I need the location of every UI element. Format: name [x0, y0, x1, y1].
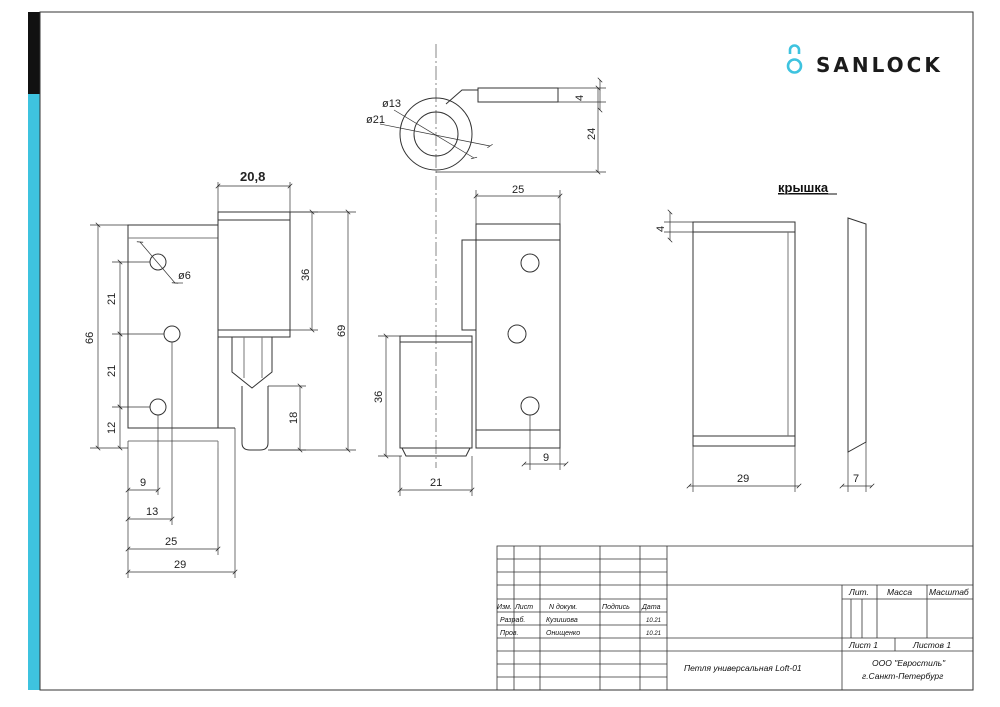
tb-date: 10.21	[646, 631, 661, 637]
hole	[163, 325, 181, 343]
dim-label: 24	[586, 128, 598, 140]
tb-name: Онищенко	[546, 630, 580, 637]
tb-header-sign: Подпись	[602, 603, 630, 611]
tb-header-list: Лист	[514, 604, 533, 611]
dim-label: 25	[165, 536, 177, 548]
hole	[149, 398, 167, 416]
dim-label: 69	[336, 325, 348, 337]
top-view-labels: ø13 ø21 4 24	[366, 95, 598, 140]
dim-label: 4	[574, 95, 586, 101]
middle-view-labels: 25 36 9 21	[373, 184, 549, 489]
tb-product: Петля универсальная Loft-01	[684, 663, 802, 673]
tb-scale: Масштаб	[929, 587, 970, 597]
middle-view	[399, 223, 561, 457]
tb-role: Разраб.	[500, 616, 525, 624]
top-view-dimensions	[379, 77, 606, 175]
hole	[520, 253, 540, 273]
dim-label: 7	[853, 473, 859, 485]
hole	[507, 324, 527, 344]
cover-view	[692, 217, 867, 453]
cover-title: крышка	[778, 180, 829, 195]
tb-city: г.Санкт-Петербург	[862, 671, 943, 681]
brand-name: SANLOCK	[816, 53, 943, 77]
dim-label: 21	[106, 365, 118, 377]
left-view-dimensions	[90, 182, 356, 578]
accent-bar-dark	[28, 12, 40, 94]
dim-label: ø21	[366, 114, 385, 126]
dim-label: 18	[288, 412, 300, 424]
brand-logo: SANLOCK	[786, 44, 943, 77]
accent-bar-cyan	[28, 94, 40, 690]
tb-lit: Лит.	[848, 587, 869, 597]
dim-label: 13	[146, 506, 158, 518]
tb-header-date: Дата	[641, 604, 661, 611]
sheet-border	[39, 11, 974, 691]
dim-label: 12	[106, 422, 118, 434]
dim-label: 21	[106, 293, 118, 305]
tb-name: Кузишова	[546, 617, 578, 624]
tb-sheet: Лист 1	[848, 640, 878, 650]
tb-role: Пров.	[500, 630, 519, 637]
dim-label: 29	[174, 559, 186, 571]
left-view	[127, 211, 291, 451]
dim-label: 29	[737, 473, 749, 485]
cover-view-labels: 4 29 7	[655, 226, 859, 485]
tb-company: ООО "Евростиль"	[872, 658, 946, 668]
dim-label: 9	[140, 477, 146, 489]
title-block	[496, 545, 974, 691]
tb-sheets: Листов 1	[912, 640, 951, 650]
dim-label: 21	[430, 477, 442, 489]
top-view	[399, 87, 559, 171]
lock-icon	[786, 44, 803, 74]
dim-label: 36	[373, 391, 385, 403]
dim-label: 36	[300, 269, 312, 281]
dim-label: ø6	[178, 270, 191, 282]
tb-date: 10.21	[646, 618, 661, 624]
tb-mass: Масса	[887, 587, 912, 597]
hole	[520, 396, 540, 416]
middle-view-dimensions	[378, 190, 569, 496]
dim-label: ø13	[382, 98, 401, 110]
tb-header-doc: N докум.	[549, 603, 577, 611]
dim-label: 9	[543, 452, 549, 464]
dim-label: 4	[655, 226, 667, 232]
dim-label: 66	[84, 332, 96, 344]
tb-header-izm: Изм.	[497, 604, 512, 611]
cover-view-dimensions	[664, 209, 875, 492]
left-view-labels: 20,8 66 21 21 12 ø6 9 13 25 29 36 69 18	[84, 169, 348, 571]
dim-label: 20,8	[240, 169, 265, 184]
title-block-text: Изм. Лист N докум. Подпись Дата Разраб. …	[497, 587, 970, 681]
dim-label: 25	[512, 184, 524, 196]
